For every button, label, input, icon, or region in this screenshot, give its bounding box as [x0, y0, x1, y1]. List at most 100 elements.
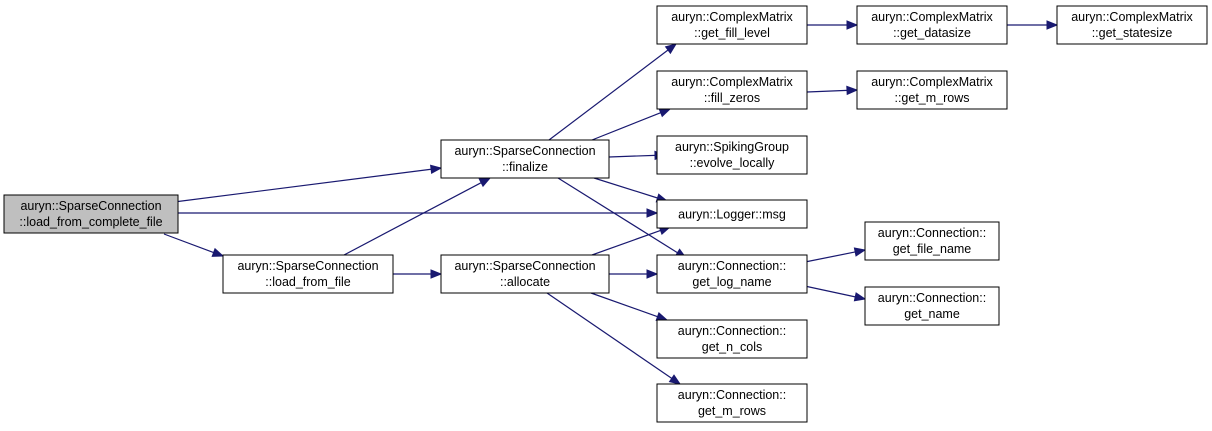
node-label-line1: auryn::SpikingGroup — [675, 140, 789, 154]
edge-root-to-fin — [173, 164, 443, 203]
node-box — [656, 383, 808, 423]
edge-line — [590, 292, 658, 318]
arrowhead-icon — [664, 43, 678, 55]
edge-line — [548, 49, 669, 141]
arrowhead-icon — [846, 20, 859, 30]
node-label-line1: auryn::ComplexMatrix — [871, 10, 993, 24]
node-label: auryn::Logger::msg — [678, 208, 786, 222]
arrowhead-icon — [430, 164, 443, 174]
node-gnc[interactable]: auryn::Connection::get_n_cols — [656, 319, 808, 359]
node-label-line1: auryn::Connection:: — [678, 324, 786, 338]
node-label-line1: auryn::ComplexMatrix — [1071, 10, 1193, 24]
arrowhead-icon — [1046, 20, 1059, 30]
node-gss[interactable]: auryn::ComplexMatrix::get_statesize — [1056, 5, 1208, 45]
edge-line — [591, 112, 661, 141]
node-label-line2: get_file_name — [893, 242, 972, 256]
arrowhead-icon — [658, 108, 672, 118]
node-fin[interactable]: auryn::SparseConnection::finalize — [440, 139, 610, 179]
nodes-layer: auryn::SparseConnection::load_from_compl… — [3, 5, 1208, 423]
edge-root-to-lff — [163, 233, 225, 257]
node-box — [656, 135, 808, 175]
edge-alloc-to-cgmr — [546, 292, 682, 385]
node-alloc[interactable]: auryn::SparseConnection::allocate — [440, 254, 610, 294]
node-box — [656, 70, 808, 110]
node-label-line2: ::get_datasize — [893, 26, 971, 40]
node-label-line1: auryn::SparseConnection — [20, 199, 161, 213]
node-box — [1056, 5, 1208, 45]
arrowhead-icon — [430, 269, 443, 279]
node-label-line1: auryn::Connection:: — [878, 291, 986, 305]
edge-gds-to-gss — [1007, 20, 1059, 30]
node-label-line2: get_n_cols — [702, 340, 762, 354]
node-label-line1: auryn::Connection:: — [878, 226, 986, 240]
node-box — [856, 5, 1008, 45]
edge-line — [557, 177, 678, 254]
edge-gfl-to-gds — [807, 20, 859, 30]
node-label-line1: auryn::SparseConnection — [454, 259, 595, 273]
node-box — [656, 5, 808, 45]
edge-line — [608, 154, 656, 158]
edge-gln-to-gfn — [799, 247, 867, 264]
node-label-line1: auryn::SparseConnection — [237, 259, 378, 273]
edge-gln-to-gn — [799, 284, 867, 302]
node-label-line1: auryn::ComplexMatrix — [671, 75, 793, 89]
node-box — [864, 221, 1000, 261]
node-box — [656, 319, 808, 359]
node-cgmr[interactable]: auryn::Connection::get_m_rows — [656, 383, 808, 423]
node-label-line2: ::load_from_complete_file — [19, 215, 162, 229]
arrowhead-icon — [655, 312, 669, 321]
arrowhead-icon — [478, 177, 492, 188]
node-evl[interactable]: auryn::SpikingGroup::evolve_locally — [656, 135, 808, 175]
node-gds[interactable]: auryn::ComplexMatrix::get_datasize — [856, 5, 1008, 45]
arrowhead-icon — [668, 374, 682, 385]
arrowhead-icon — [211, 247, 225, 257]
node-msg[interactable]: auryn::Logger::msg — [656, 199, 808, 229]
arrowhead-icon — [646, 269, 659, 279]
node-box — [656, 254, 808, 294]
edge-line — [593, 177, 658, 199]
node-gfn[interactable]: auryn::Connection::get_file_name — [864, 221, 1000, 261]
edge-line — [163, 233, 214, 254]
node-box — [222, 254, 394, 294]
node-gn[interactable]: auryn::Connection::get_name — [864, 286, 1000, 326]
node-label-line2: ::finalize — [502, 160, 548, 174]
edge-lff-to-alloc — [392, 269, 443, 279]
arrowhead-icon — [646, 208, 659, 218]
node-label-line2: ::get_m_rows — [894, 91, 969, 105]
node-label-line2: ::load_from_file — [265, 275, 351, 289]
edge-root-to-msg — [178, 208, 659, 218]
node-label-line2: get_m_rows — [698, 404, 766, 418]
node-fz[interactable]: auryn::ComplexMatrix::fill_zeros — [656, 70, 808, 110]
node-label-line2: ::fill_zeros — [704, 91, 760, 105]
node-label-line1: auryn::ComplexMatrix — [871, 75, 993, 89]
edge-alloc-to-gnc — [590, 292, 669, 321]
node-gln[interactable]: auryn::Connection::get_log_name — [656, 254, 808, 294]
node-label-line2: ::evolve_locally — [690, 156, 776, 170]
node-label-line2: ::allocate — [500, 275, 550, 289]
node-box — [440, 139, 610, 179]
edge-fin-to-msg — [593, 177, 669, 203]
edges-layer — [163, 20, 1059, 385]
node-gfl[interactable]: auryn::ComplexMatrix::get_fill_level — [656, 5, 808, 45]
node-root[interactable]: auryn::SparseConnection::load_from_compl… — [3, 194, 179, 234]
arrowhead-icon — [853, 292, 867, 302]
node-lff[interactable]: auryn::SparseConnection::load_from_file — [222, 254, 394, 294]
edge-fz-to-xgmr — [806, 85, 859, 96]
edge-lff-to-fin — [343, 177, 492, 256]
node-xgmr[interactable]: auryn::ComplexMatrix::get_m_rows — [856, 70, 1008, 110]
node-label-line1: auryn::Connection:: — [678, 388, 786, 402]
node-box — [864, 286, 1000, 326]
node-box — [656, 199, 808, 229]
node-label-line1: auryn::SparseConnection — [454, 144, 595, 158]
edge-fin-to-gfl — [548, 43, 678, 141]
edge-alloc-to-gln — [608, 269, 659, 279]
node-label-line2: ::get_statesize — [1092, 26, 1173, 40]
edge-line — [799, 284, 856, 298]
node-label-line2: get_name — [904, 307, 960, 321]
node-label-line1: auryn::ComplexMatrix — [671, 10, 793, 24]
node-label-line1: auryn::Connection:: — [678, 259, 786, 273]
edge-line — [546, 292, 673, 379]
edge-line — [591, 229, 661, 256]
node-box — [440, 254, 610, 294]
